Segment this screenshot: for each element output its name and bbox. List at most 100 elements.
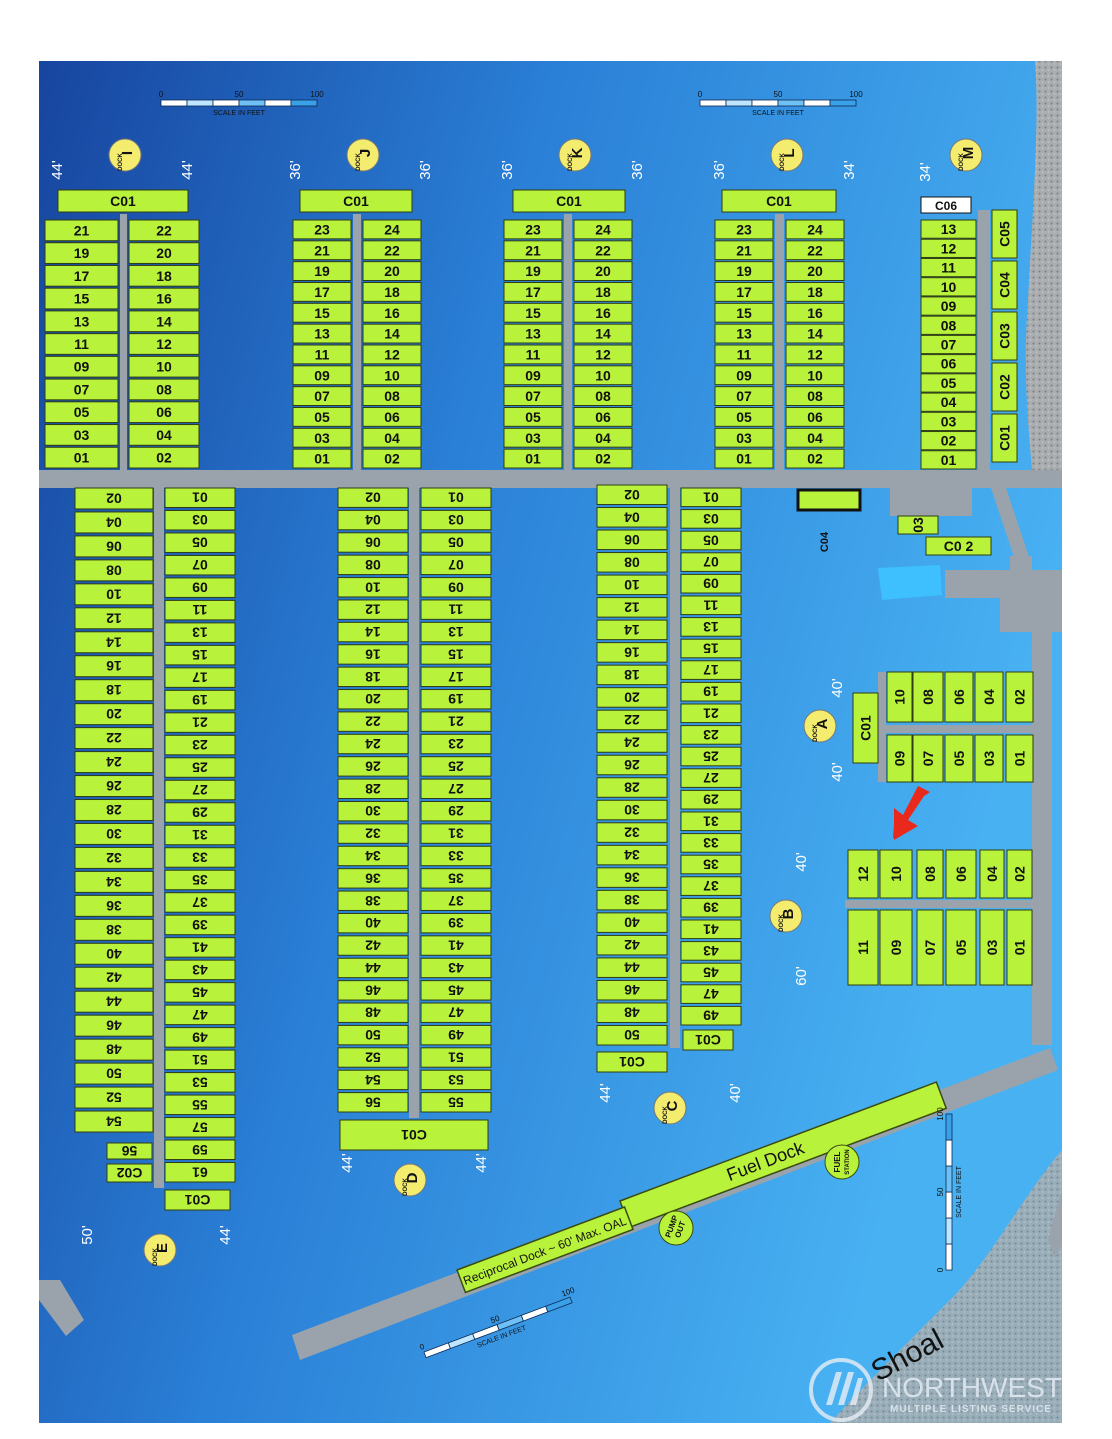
svg-text:02: 02 xyxy=(384,451,400,467)
dock-d-width-left: 44' xyxy=(339,1153,356,1173)
slip-e-61: 61 xyxy=(164,1162,236,1183)
svg-text:50: 50 xyxy=(235,90,244,99)
svg-text:02: 02 xyxy=(595,451,611,467)
slip-l-11: 11 xyxy=(714,344,774,365)
pump-out-badge: PUMP OUT xyxy=(658,1210,694,1246)
shoal-sand xyxy=(830,1150,1062,1423)
slip-m-07: 07 xyxy=(920,334,977,355)
slip-e-14: 14 xyxy=(74,631,154,654)
slip-e-15: 15 xyxy=(164,644,236,666)
slip-i-03: 03 xyxy=(44,424,119,446)
dock-i-width-right: 44' xyxy=(179,160,196,180)
svg-text:22: 22 xyxy=(595,242,611,258)
svg-text:29: 29 xyxy=(703,792,719,808)
slip-e-22: 22 xyxy=(74,727,154,750)
slip-e-29: 29 xyxy=(164,802,236,823)
slip-b-08: 08 xyxy=(916,849,944,899)
svg-text:07: 07 xyxy=(922,940,938,956)
svg-text:38: 38 xyxy=(365,893,381,909)
slip-c-47: 47 xyxy=(680,984,742,1004)
svg-text:01: 01 xyxy=(448,490,464,506)
slip-c-12: 12 xyxy=(596,597,668,618)
svg-text:13: 13 xyxy=(703,619,719,635)
svg-text:19: 19 xyxy=(703,684,719,700)
slip-b-07: 07 xyxy=(916,909,944,986)
svg-text:08: 08 xyxy=(920,689,936,705)
svg-text:04: 04 xyxy=(981,689,997,705)
svg-text:20: 20 xyxy=(807,263,823,279)
svg-text:22: 22 xyxy=(156,222,172,238)
slip-l-16: 16 xyxy=(785,302,845,323)
svg-text:04: 04 xyxy=(984,866,1000,882)
slip-i-04: 04 xyxy=(128,424,200,446)
svg-text:C02: C02 xyxy=(997,374,1013,400)
svg-text:02: 02 xyxy=(365,490,381,506)
slip-i-20: 20 xyxy=(128,242,200,264)
svg-text:E: E xyxy=(154,1243,171,1253)
svg-text:19: 19 xyxy=(74,245,90,261)
slip-k-16: 16 xyxy=(573,302,633,323)
slip-k-11: 11 xyxy=(503,344,563,365)
slip-k-10: 10 xyxy=(573,365,633,386)
slip-l-15: 15 xyxy=(714,302,774,323)
svg-text:14: 14 xyxy=(106,634,122,650)
slip-b-12: 12 xyxy=(847,849,879,899)
svg-text:11: 11 xyxy=(855,940,871,955)
svg-text:31: 31 xyxy=(448,826,464,842)
svg-text:11: 11 xyxy=(74,336,89,352)
slip-d-44: 44 xyxy=(337,957,409,979)
svg-text:03: 03 xyxy=(984,940,1000,956)
svg-text:19: 19 xyxy=(314,263,330,279)
slip-c-06: 06 xyxy=(596,529,668,551)
slip-k-19: 19 xyxy=(503,261,563,281)
svg-text:01: 01 xyxy=(736,451,752,467)
slip-a-05: 05 xyxy=(944,734,974,783)
svg-text:12: 12 xyxy=(855,866,871,882)
slip-d-01: 01 xyxy=(420,487,492,508)
svg-text:33: 33 xyxy=(192,849,208,865)
slip-a-04: 04 xyxy=(974,671,1004,723)
svg-text:J: J xyxy=(357,149,374,157)
svg-text:05: 05 xyxy=(314,409,330,425)
svg-text:31: 31 xyxy=(703,813,719,829)
dock-c-width-right: 40' xyxy=(727,1083,744,1103)
svg-text:05: 05 xyxy=(525,409,541,425)
slip-c04-label: C04 xyxy=(819,531,831,552)
slip-m-c01: C01 xyxy=(991,413,1018,463)
slip-l-04: 04 xyxy=(785,427,845,448)
svg-text:14: 14 xyxy=(595,326,611,342)
slip-j-24: 24 xyxy=(362,219,422,240)
svg-text:08: 08 xyxy=(807,388,823,404)
svg-text:03: 03 xyxy=(981,751,997,767)
svg-text:55: 55 xyxy=(448,1094,464,1110)
svg-text:11: 11 xyxy=(315,346,330,362)
slip-m-04: 04 xyxy=(920,392,977,412)
slip-e-38: 38 xyxy=(74,918,154,941)
slip-i-07: 07 xyxy=(44,378,119,401)
svg-text:04: 04 xyxy=(941,394,957,410)
svg-text:28: 28 xyxy=(106,802,122,818)
slip-b-04: 04 xyxy=(979,849,1005,899)
svg-text:27: 27 xyxy=(448,781,464,797)
svg-text:49: 49 xyxy=(703,1008,719,1024)
svg-text:05: 05 xyxy=(941,375,957,391)
slip-e-26: 26 xyxy=(74,775,154,798)
svg-text:21: 21 xyxy=(703,705,719,721)
svg-text:07: 07 xyxy=(192,557,208,573)
slip-e-02: 02 xyxy=(74,487,154,510)
dock-c-c01-right: C01 xyxy=(682,1029,734,1051)
slip-c-25: 25 xyxy=(680,746,742,767)
dock-c-c01-left: C01 xyxy=(596,1051,668,1073)
svg-text:100: 100 xyxy=(936,1107,945,1121)
svg-text:19: 19 xyxy=(736,263,752,279)
slip-d-05: 05 xyxy=(420,532,492,553)
svg-text:42: 42 xyxy=(365,938,381,954)
slip-k-01: 01 xyxy=(503,448,563,469)
slip-d-23: 23 xyxy=(420,733,492,755)
slip-c-14: 14 xyxy=(596,619,668,641)
svg-text:03: 03 xyxy=(192,512,208,528)
svg-text:08: 08 xyxy=(384,388,400,404)
svg-text:32: 32 xyxy=(106,850,122,866)
svg-text:16: 16 xyxy=(106,658,122,674)
svg-text:09: 09 xyxy=(941,298,957,314)
